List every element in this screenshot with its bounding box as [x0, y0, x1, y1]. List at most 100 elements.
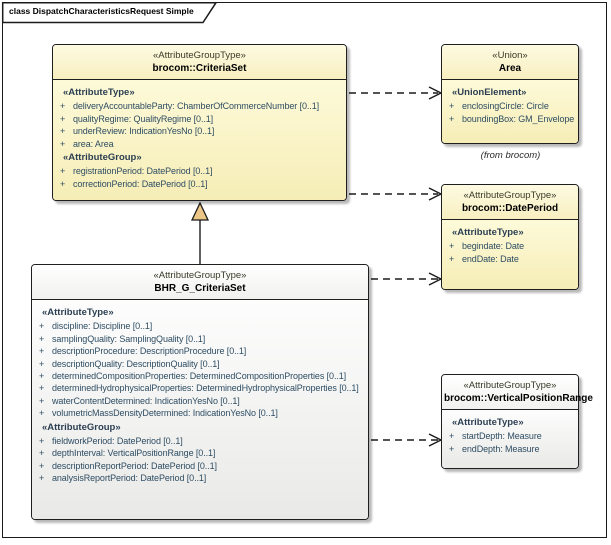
attribute-text: endDepth: Measure	[462, 443, 540, 454]
class-attributes: «AttributeType» + discipline: Discipline […	[32, 300, 368, 519]
visibility-public: +	[39, 408, 45, 419]
attribute-row: + volumetricMassDensityDetermined: Indica…	[32, 407, 364, 419]
attribute-text: qualityRegime: QualityRegime [0..1]	[73, 113, 214, 124]
attribute-text: descriptionQuality: DescriptionQuality […	[52, 358, 220, 369]
class-attributes: «UnionElement»+enclosingCircle: Circle+b…	[442, 80, 578, 143]
frame-title-tab	[1, 1, 218, 24]
diagram-title: class DispatchCharacteristicsRequest Sim…	[9, 6, 194, 16]
visibility-public: +	[39, 333, 45, 344]
class-attributes: «AttributeType»+deliveryAccountableParty…	[53, 80, 346, 200]
generalization-triangle-icon	[190, 201, 210, 221]
attribute-text: boundingBox: GM_Envelope	[462, 113, 575, 124]
class-box-brocom-verticalpositionrange[interactable]: «AttributeGroupType» brocom::VerticalPos…	[441, 374, 593, 469]
attribute-row: + correctionPeriod: DatePeriod [0..1]	[53, 178, 342, 190]
attribute-text: discipline: Discipline [0..1]	[52, 321, 153, 332]
attribute-text: determinedCompositionProperties: Determi…	[52, 371, 347, 382]
attribute-row: + registrationPeriod: DatePeriod [0..1]	[53, 165, 342, 177]
attribute-text: registrationPeriod: DatePeriod [0..1]	[73, 166, 213, 177]
attribute-row: +startDepth: Measure	[442, 430, 574, 442]
visibility-public: +	[60, 166, 66, 177]
from-brocom-note: (from brocom)	[480, 150, 541, 161]
attribute-row: + discipline: Discipline [0..1]	[32, 320, 364, 332]
visibility-public: +	[39, 371, 45, 382]
dependency-criteriaset-to-dateperiod[interactable]	[349, 187, 443, 201]
visibility-public: +	[39, 321, 45, 332]
class-name: brocom::VerticalPositionRange	[444, 393, 593, 404]
section-stereotype: «AttributeType»	[452, 227, 524, 238]
visibility-public: +	[39, 383, 45, 394]
dependency-bhr-to-dateperiod[interactable]	[371, 272, 443, 286]
attribute-row: + determinedCompositionProperties: Determ…	[32, 370, 364, 382]
class-attributes: «AttributeType» + begindate: Date + endDate:…	[442, 220, 578, 289]
attribute-row: +deliveryAccountableParty: ChamberOfComm…	[53, 100, 342, 112]
attribute-row: + determinedHydrophysicalProperties: Dete…	[32, 382, 364, 394]
class-stereotype: «AttributeGroupType»	[153, 50, 246, 61]
class-header: «AttributeGroupType» brocom::DatePeriod	[442, 185, 578, 220]
generalization-bhr-to-criteriaset[interactable]	[190, 201, 210, 264]
class-name: Area	[498, 63, 522, 74]
visibility-public: +	[39, 436, 45, 447]
class-box-brocom-criteriaset[interactable]: «AttributeGroupType» brocom::CriteriaSet…	[52, 44, 347, 201]
diagram-frame	[2, 2, 607, 538]
attribute-row: +samplingQuality: SamplingQuality [0..1]	[32, 333, 364, 345]
class-box-bhr-g-criteriaset[interactable]: «AttributeGroupType» BHR_G_CriteriaSet «…	[31, 264, 369, 520]
visibility-public: +	[449, 443, 455, 454]
class-stereotype: «AttributeGroupType»	[153, 270, 247, 281]
visibility-public: +	[39, 346, 45, 357]
class-header: «Union» Area	[442, 45, 578, 80]
class-header: «AttributeGroupType» brocom::CriteriaSet	[53, 45, 346, 80]
visibility-public: +	[449, 253, 455, 264]
section-stereotype: «AttributeGroup»	[42, 421, 121, 433]
attribute-text: begindate: Date	[462, 241, 525, 252]
visibility-public: +	[39, 358, 45, 369]
class-box-brocom-dateperiod[interactable]: «AttributeGroupType» brocom::DatePeriod …	[441, 184, 579, 290]
dependency-criteriaset-to-area[interactable]	[349, 86, 443, 100]
attribute-row: + area: Area	[53, 138, 342, 150]
visibility-public: +	[39, 448, 45, 459]
attribute-row: + boundingBox: GM_Envelope	[442, 113, 574, 125]
attribute-text: enclosingCircle: Circle	[462, 101, 549, 112]
attribute-text: waterContentDetermined: IndicationYesNo …	[52, 395, 240, 406]
visibility-public: +	[60, 126, 66, 137]
attribute-text: descriptionReportPeriod: DatePeriod [0..…	[52, 460, 217, 471]
class-name: brocom::CriteriaSet	[152, 63, 247, 74]
attribute-text: correctionPeriod: DatePeriod [0..1]	[73, 178, 208, 189]
section-stereotype: «AttributeType»	[42, 307, 114, 318]
attribute-text: depthInterval: VerticalPositionRange [0.…	[52, 448, 216, 459]
attribute-row: + begindate: Date	[442, 240, 574, 252]
attribute-text: area: Area	[73, 138, 114, 149]
class-stereotype: «Union»	[492, 50, 528, 61]
class-box-area[interactable]: «Union» Area «UnionElement»+enclosingCir…	[441, 44, 579, 144]
attribute-text: descriptionProcedure: DescriptionProcedu…	[52, 346, 247, 357]
visibility-public: +	[449, 101, 455, 112]
visibility-public: +	[60, 101, 66, 112]
visibility-public: +	[39, 473, 45, 484]
attribute-text: endDate: Date	[462, 253, 519, 264]
attribute-row: + descriptionReportPeriod: DatePeriod [0.…	[32, 460, 364, 472]
visibility-public: +	[60, 178, 66, 189]
attribute-row: + descriptionQuality: DescriptionQuality …	[32, 358, 364, 370]
class-attributes: «AttributeType» +startDepth: Measure+ endD…	[442, 410, 578, 468]
attribute-row: +analysisReportPeriod: DatePeriod [0..1]	[32, 472, 364, 484]
class-header: «AttributeGroupType» brocom::VerticalPos…	[442, 375, 593, 410]
attribute-row: + endDepth: Measure	[442, 443, 574, 455]
section-stereotype: «AttributeType»	[452, 417, 524, 428]
attribute-text: determinedHydrophysicalProperties: Deter…	[52, 383, 359, 394]
visibility-public: +	[449, 113, 455, 124]
attribute-text: underReview: IndicationYesNo [0..1]	[73, 126, 215, 137]
attribute-row: +waterContentDetermined: IndicationYesNo…	[32, 395, 364, 407]
dependency-bhr-to-verticalpositionrange[interactable]	[371, 433, 443, 447]
class-name: brocom::DatePeriod	[461, 203, 559, 214]
class-stereotype: «AttributeGroupType»	[463, 190, 557, 201]
attribute-row: + depthInterval: VerticalPositionRange [0…	[32, 447, 364, 459]
attribute-row: +fieldworkPeriod: DatePeriod [0..1]	[32, 435, 364, 447]
visibility-public: +	[60, 138, 66, 149]
visibility-public: +	[39, 460, 45, 471]
attribute-row: + underReview: IndicationYesNo [0..1]	[53, 125, 342, 137]
attribute-text: startDepth: Measure	[462, 431, 542, 442]
attribute-text: volumetricMassDensityDetermined: Indicat…	[52, 408, 278, 419]
attribute-row: + descriptionProcedure: DescriptionProced…	[32, 345, 364, 357]
attribute-row: + endDate: Date	[442, 253, 574, 265]
visibility-public: +	[449, 241, 455, 252]
